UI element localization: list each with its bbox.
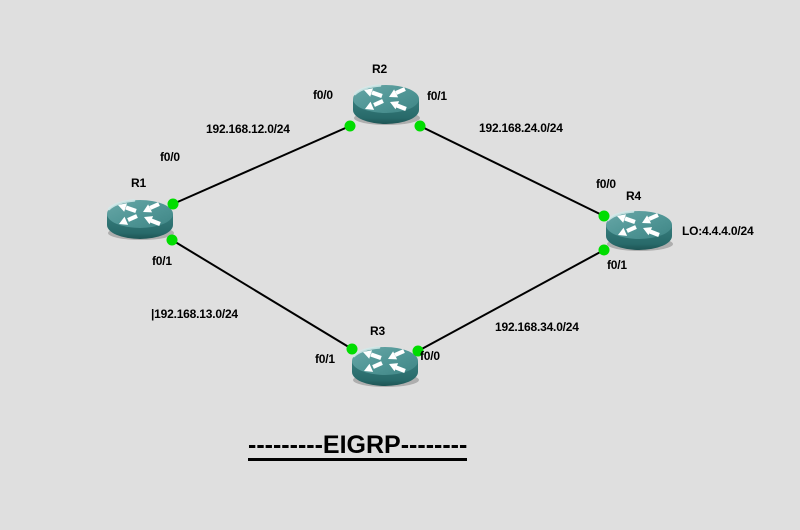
router-icon-r4[interactable] [603, 209, 673, 253]
router-icon-r2[interactable] [350, 83, 420, 127]
link-r1-r2[interactable] [172, 125, 351, 205]
link-r3-r4[interactable] [417, 249, 605, 352]
link-r2-r4[interactable] [419, 125, 605, 217]
link-r1-r3[interactable] [171, 239, 353, 350]
router-icon-r3[interactable] [349, 345, 419, 389]
router-icon-r1[interactable] [104, 198, 174, 242]
